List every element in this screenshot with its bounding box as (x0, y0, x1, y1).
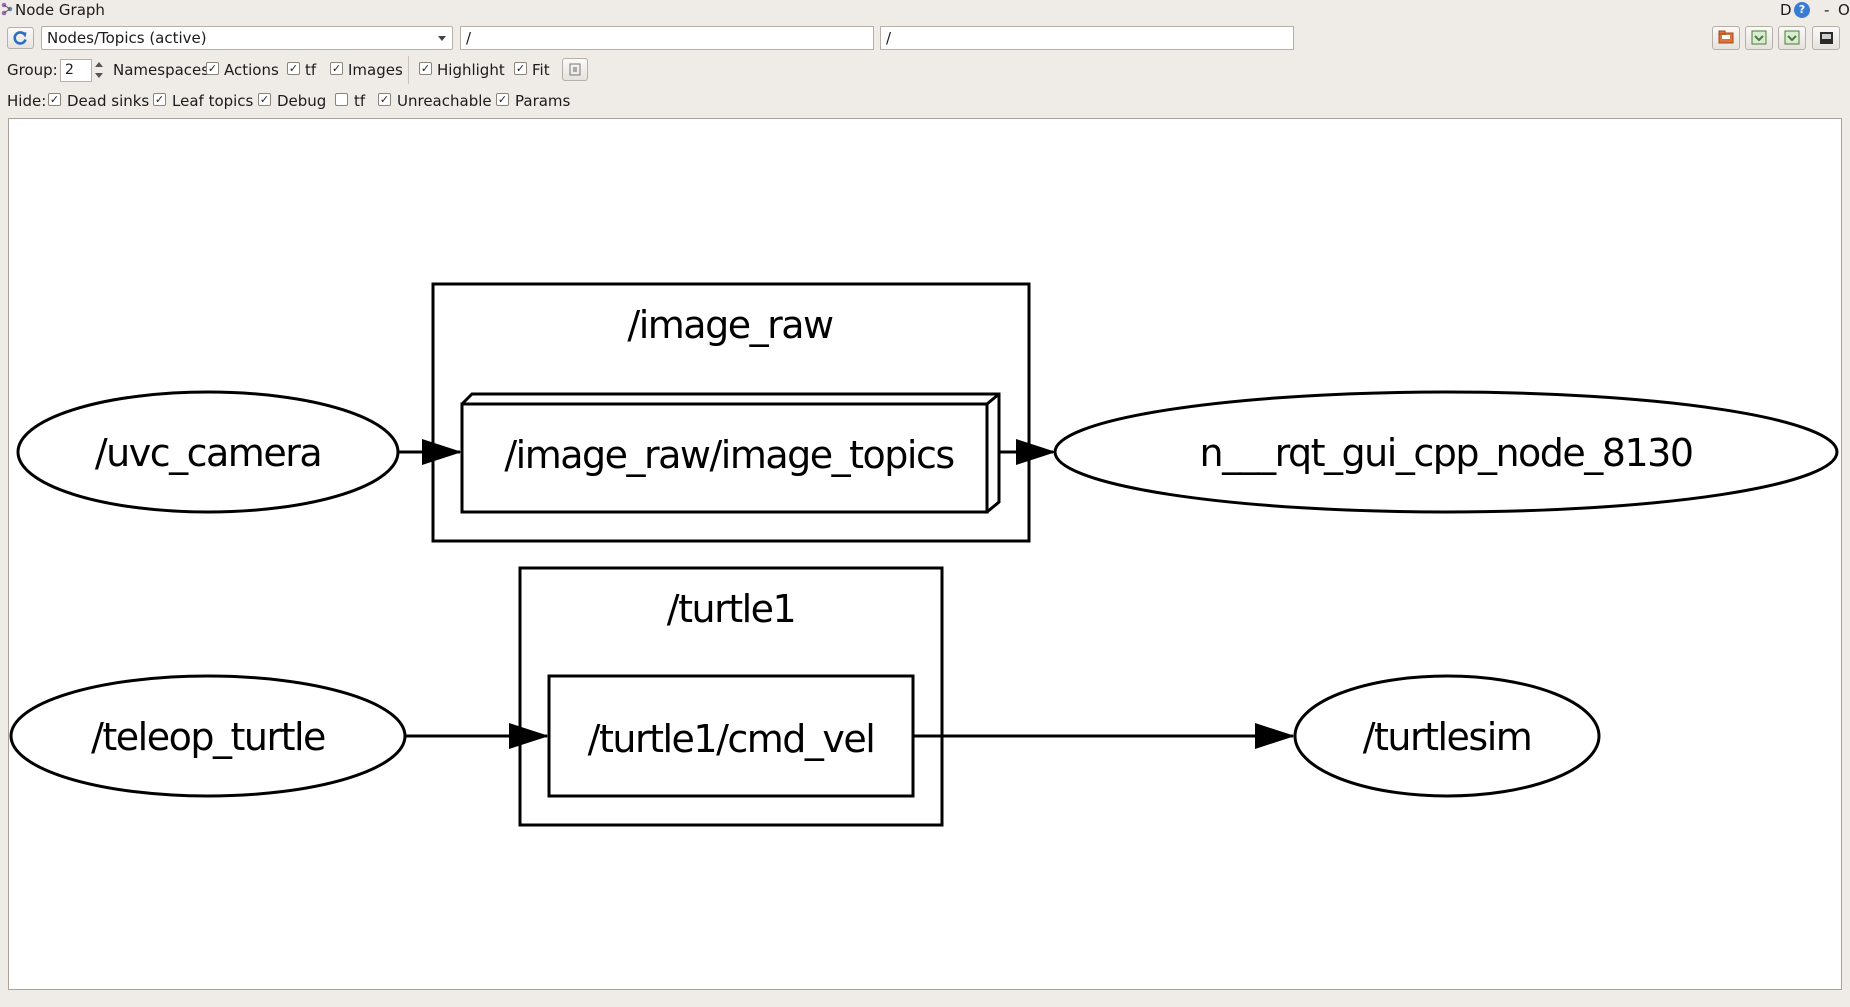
close-button[interactable]: O (1838, 1, 1850, 19)
params-checkbox[interactable]: ✓ (496, 93, 509, 106)
cluster-image-raw-label: /image_raw (627, 303, 833, 347)
unreachable-label: Unreachable (397, 92, 492, 110)
hide-label: Hide: (7, 92, 47, 110)
node-rqt-gui-cpp[interactable]: n___rqt_gui_cpp_node_8130 (1053, 390, 1839, 514)
save-dot-icon (1751, 30, 1767, 45)
graph-canvas[interactable]: /image_raw /turtle1 /image_raw/image_top… (8, 118, 1842, 990)
topic-filter-input[interactable]: / (880, 26, 1294, 50)
save-svg-button[interactable] (1778, 26, 1806, 50)
fit-view-icon (569, 63, 581, 76)
graph-type-select[interactable]: Nodes/Topics (active) (41, 26, 453, 50)
node-uvc-camera[interactable]: /uvc_camera (16, 390, 400, 514)
chevron-down-icon (438, 36, 446, 41)
title-bar: Node Graph D ? - O (0, 0, 1850, 20)
node-uvc-camera-label: /uvc_camera (95, 431, 321, 475)
topic-image-raw-image-topics[interactable]: /image_raw/image_topics (460, 392, 1001, 514)
cluster-image-raw[interactable]: /image_raw (431, 282, 1031, 543)
d-button[interactable]: D (1780, 1, 1792, 19)
save-image-icon (1820, 32, 1833, 44)
minimize-button[interactable]: - (1824, 1, 1830, 19)
highlight-checkbox[interactable]: ✓ (419, 62, 432, 75)
node-teleop-turtle-label: /teleop_turtle (91, 715, 325, 759)
node-turtlesim-label: /turtlesim (1363, 715, 1532, 759)
chevron-up-icon (95, 62, 103, 67)
topic-cmd-vel-label: /turtle1/cmd_vel (588, 717, 875, 761)
arrowhead-icon (1255, 723, 1295, 749)
toolbar-separator (408, 56, 409, 84)
group-spinbox[interactable]: 2 (60, 59, 92, 82)
graph-type-value: Nodes/Topics (active) (47, 29, 207, 47)
leaf-topics-label: Leaf topics (172, 92, 254, 110)
app-icon (1, 2, 13, 16)
dead-sinks-checkbox[interactable]: ✓ (48, 93, 61, 106)
leaf-topics-checkbox[interactable]: ✓ (153, 93, 166, 106)
tf-label: tf (305, 61, 317, 79)
images-checkbox[interactable]: ✓ (330, 62, 343, 75)
arrowhead-icon (422, 439, 462, 465)
save-dot-button[interactable] (1745, 26, 1773, 50)
window-title: Node Graph (15, 1, 105, 19)
highlight-label: Highlight (437, 61, 505, 79)
hide-tf-label: tf (354, 92, 366, 110)
actions-checkbox[interactable]: ✓ (206, 62, 219, 75)
cluster-turtle1-label: /turtle1 (667, 587, 795, 631)
namespaces-label[interactable]: Namespaces (113, 61, 210, 79)
save-image-button[interactable] (1812, 26, 1840, 50)
spin-up-button[interactable] (93, 60, 105, 70)
actions-label: Actions (224, 61, 279, 79)
help-icon[interactable]: ? (1794, 2, 1810, 18)
unreachable-checkbox[interactable]: ✓ (378, 93, 391, 106)
node-teleop-turtle[interactable]: /teleop_turtle (9, 674, 407, 798)
cluster-turtle1[interactable]: /turtle1 (518, 566, 944, 827)
arrowhead-icon (1016, 439, 1056, 465)
fit-checkbox[interactable]: ✓ (514, 62, 527, 75)
node-rqt-gui-cpp-label: n___rqt_gui_cpp_node_8130 (1200, 431, 1693, 475)
debug-label: Debug (277, 92, 327, 110)
dead-sinks-label: Dead sinks (67, 92, 150, 110)
namespace-filter-input[interactable]: / (460, 26, 874, 50)
images-label: Images (348, 61, 403, 79)
topic-image-topics-label: /image_raw/image_topics (504, 433, 953, 477)
tf-checkbox[interactable]: ✓ (287, 62, 300, 75)
group-label: Group: (7, 61, 58, 79)
node-turtlesim[interactable]: /turtlesim (1293, 674, 1601, 798)
load-dot-button[interactable] (1712, 26, 1740, 50)
params-label: Params (515, 92, 571, 110)
refresh-icon (13, 31, 27, 45)
arrowhead-icon (509, 723, 549, 749)
hide-tf-checkbox[interactable] (335, 93, 348, 106)
topic-turtle1-cmd-vel[interactable]: /turtle1/cmd_vel (547, 674, 915, 798)
folder-open-icon (1718, 30, 1734, 44)
spin-down-button[interactable] (93, 71, 105, 81)
fit-label: Fit (532, 61, 550, 79)
chevron-down-icon (95, 73, 103, 78)
debug-checkbox[interactable]: ✓ (258, 93, 271, 106)
fit-view-button[interactable] (562, 58, 588, 81)
save-svg-icon (1784, 30, 1800, 45)
refresh-button[interactable] (7, 27, 34, 49)
